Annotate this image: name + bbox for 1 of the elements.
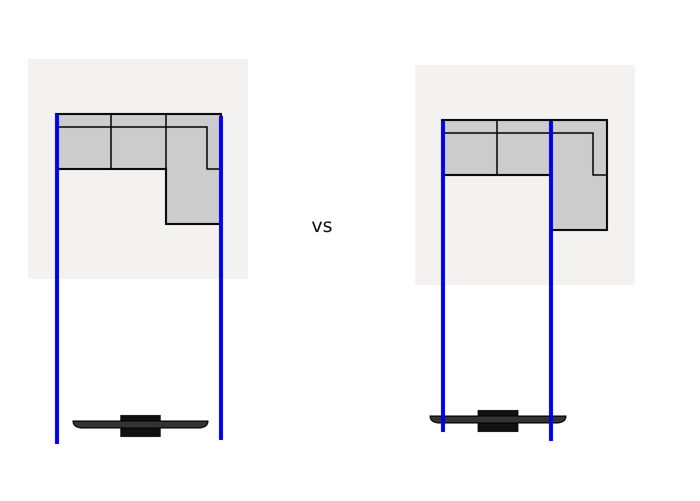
comparison-label: vs [310,214,334,238]
